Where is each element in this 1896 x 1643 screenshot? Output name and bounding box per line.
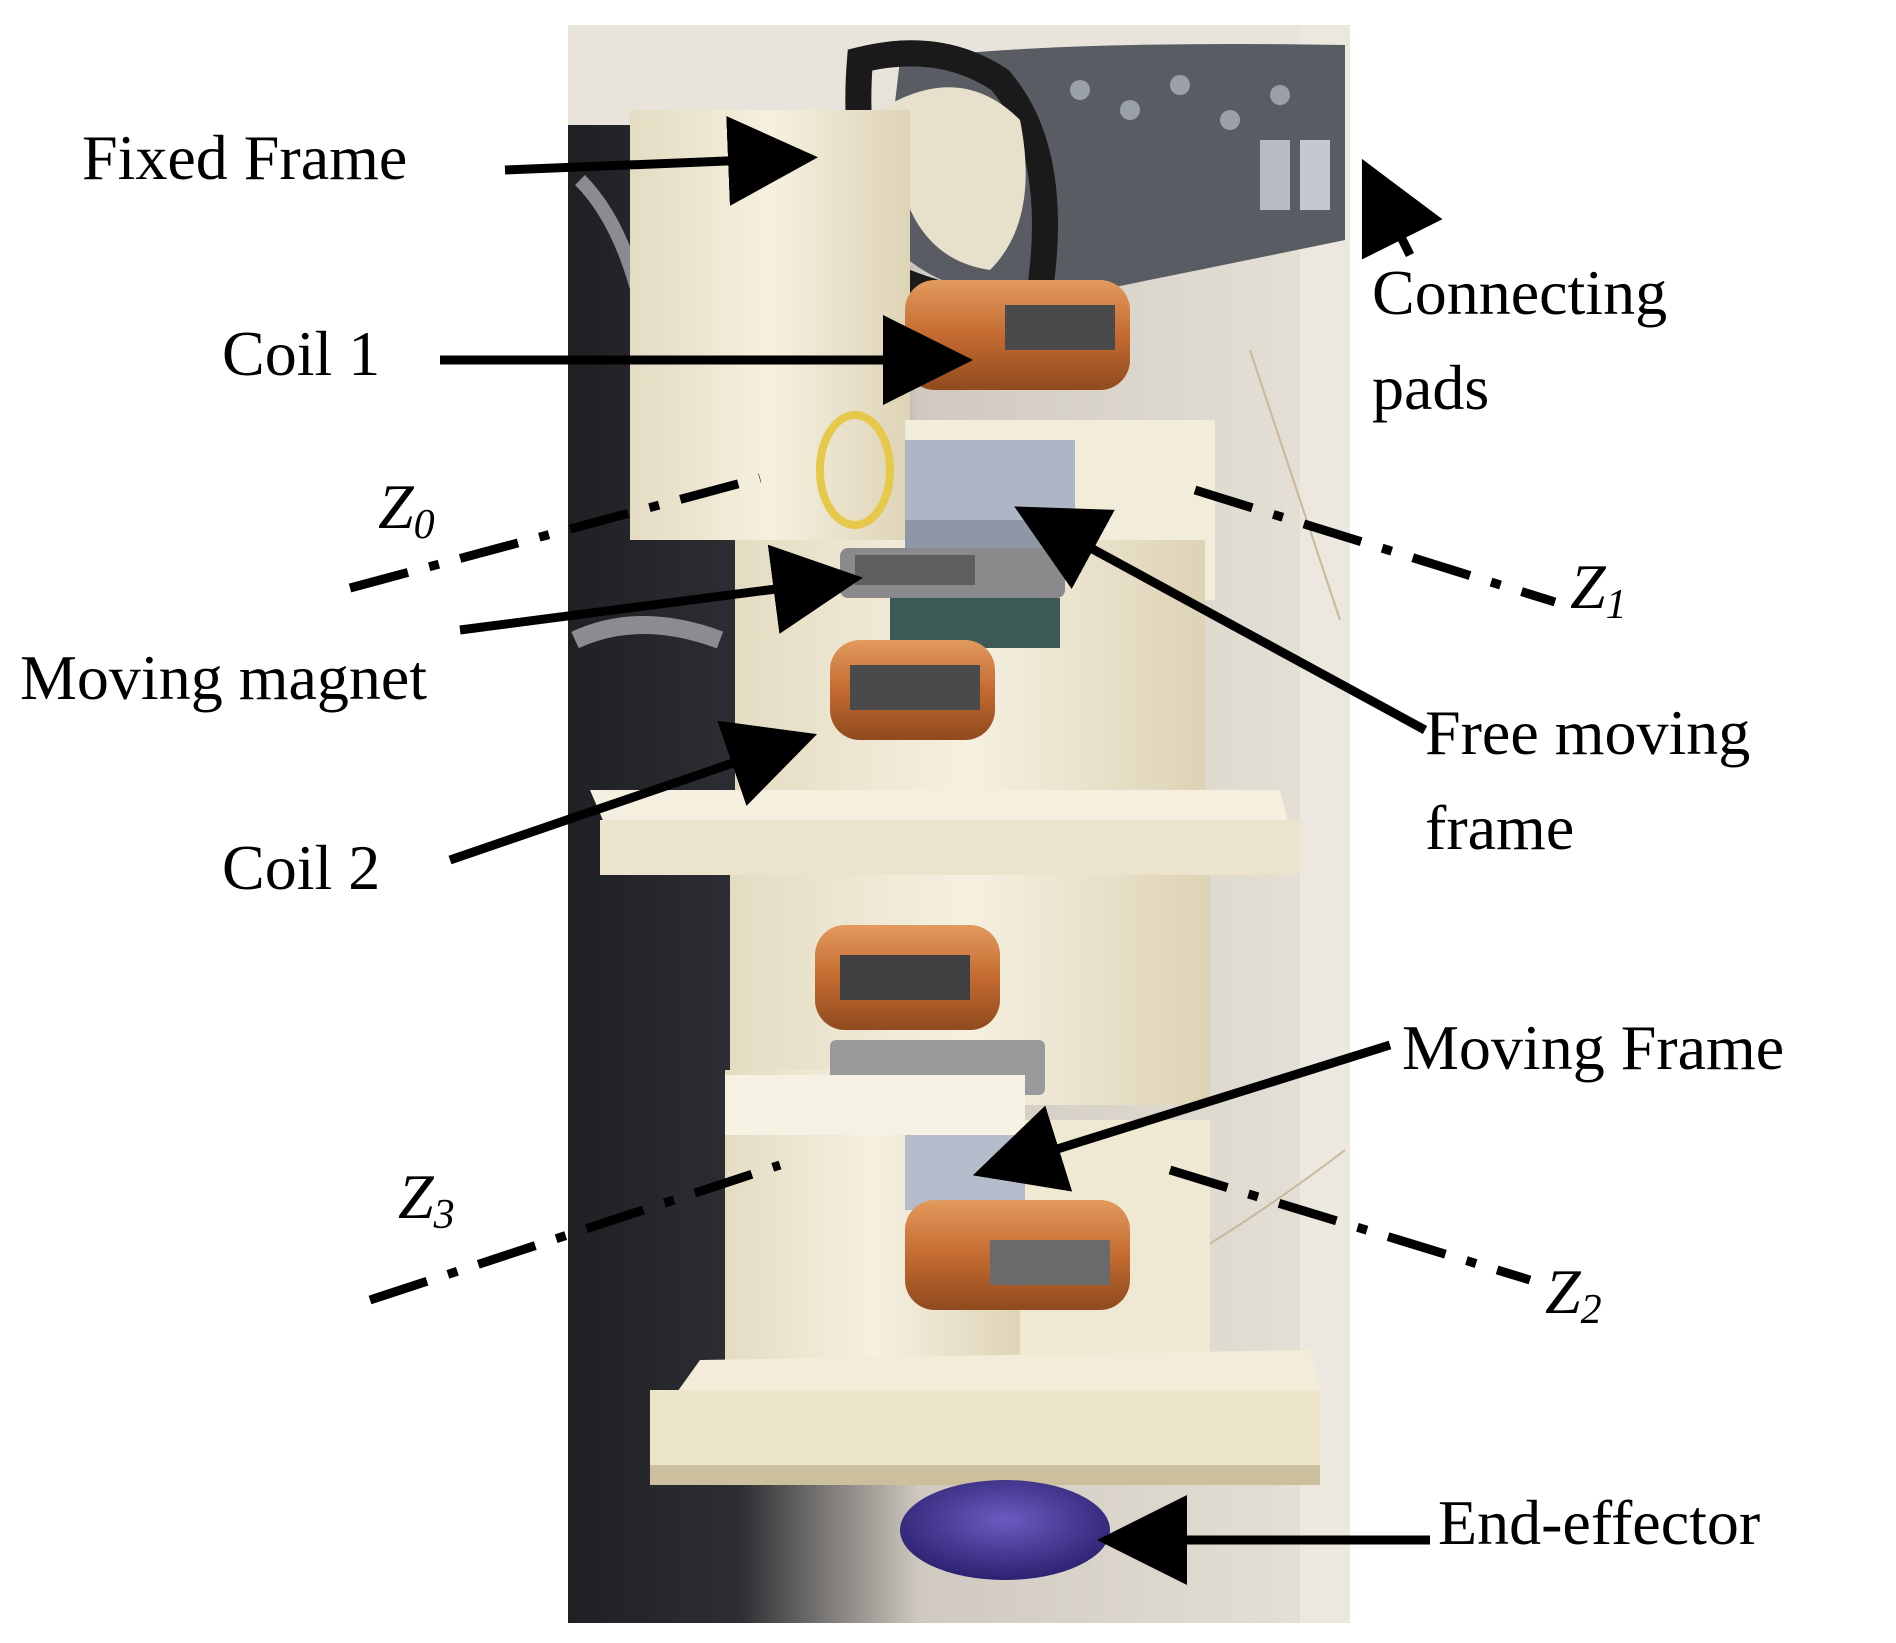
pcb-board — [845, 40, 1345, 316]
label-free-moving-frame-line1: Free moving — [1425, 697, 1751, 768]
bottom-plate — [650, 1350, 1320, 1485]
axis-line-z0-z1-left — [348, 473, 762, 593]
connecting-pad — [1300, 140, 1330, 210]
label-connecting-pads-line2: pads — [1372, 352, 1490, 423]
label-coil-1: Coil 1 — [222, 318, 381, 389]
label-moving-magnet: Moving magnet — [20, 642, 428, 713]
axis-lines — [348, 473, 1557, 1305]
axis-label-z1: Z1 — [1570, 551, 1627, 628]
label-coil-2: Coil 2 — [222, 832, 381, 903]
end-effector-ball — [900, 1480, 1110, 1580]
axis-label-z0: Z0 — [378, 471, 435, 548]
axis-label-z2: Z2 — [1545, 1256, 1602, 1333]
label-connecting-pads-line1: Connecting — [1372, 257, 1668, 328]
coil-2 — [830, 640, 995, 740]
arrow-moving-magnet — [459, 544, 863, 635]
arrow-connecting-pads — [1361, 158, 1443, 260]
label-moving-frame: Moving Frame — [1402, 1012, 1785, 1083]
connecting-pad — [1260, 140, 1290, 210]
axis-line-z2-right — [1168, 1165, 1532, 1285]
free-moving-frame — [905, 440, 1075, 550]
axis-label-z3: Z3 — [398, 1161, 455, 1238]
label-fixed-frame: Fixed Frame — [82, 122, 408, 193]
arrow-moving-frame — [972, 1040, 1392, 1192]
axis-line-z0-z1-right — [1193, 485, 1557, 607]
arrow-fixed-frame — [504, 115, 818, 206]
label-end-effector: End-effector — [1438, 1487, 1761, 1558]
arrow-free-moving-frame — [1014, 506, 1428, 734]
coil-4 — [905, 1200, 1130, 1310]
label-free-moving-frame-line2: frame — [1425, 792, 1575, 863]
photo — [568, 25, 1350, 1623]
axis-line-z3-left — [368, 1160, 782, 1305]
annotation-arrows — [440, 115, 1443, 1585]
coil-1 — [905, 280, 1130, 390]
moving-magnet — [840, 548, 1065, 648]
arrow-coil-2 — [448, 720, 818, 865]
middle-plate — [590, 790, 1300, 875]
coil-3 — [815, 925, 1000, 1030]
